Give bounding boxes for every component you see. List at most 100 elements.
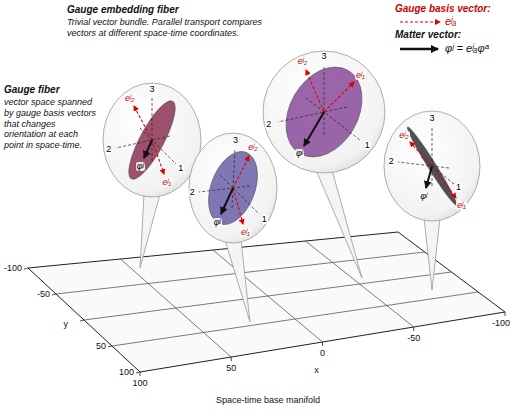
basis-vector xyxy=(152,140,164,174)
basis-label: eʲ₁ xyxy=(240,228,251,237)
tick xyxy=(231,357,232,361)
matter-label: φʲ xyxy=(419,192,428,201)
tick xyxy=(136,372,140,373)
matter-vector xyxy=(304,112,324,146)
basis-label: eʲ₁ xyxy=(355,71,366,80)
matter-vector xyxy=(221,188,233,214)
matter-label: φʲ xyxy=(136,162,145,171)
gauge-fiber: 3 2 1 eʲ₂ eʲ₁ φʲ xyxy=(262,50,386,174)
axis-name: y xyxy=(64,319,69,330)
axis-number: 3 xyxy=(232,136,239,145)
fiber-outline xyxy=(262,50,386,174)
axis-number: 2 xyxy=(189,188,196,197)
axis-number: 1 xyxy=(177,164,184,173)
fiber-axis xyxy=(278,107,347,122)
fiber-balloon xyxy=(189,133,277,243)
gauge-fiber: 3 2 1 eʲ₂ eʲ₁ φʲ xyxy=(188,132,278,244)
axis-number: 2 xyxy=(105,145,112,154)
fiber-axis xyxy=(306,98,360,140)
legend-sample xyxy=(400,21,440,22)
tick-label: 100 xyxy=(119,367,134,378)
basis-vector xyxy=(233,156,249,188)
tick xyxy=(24,268,28,269)
legend-text: Matter vector: xyxy=(395,29,461,41)
tick-label: 50 xyxy=(226,363,236,374)
basis-label: eʲ₂ xyxy=(297,57,309,66)
axis-title: Space-time base manifold xyxy=(216,395,320,406)
basis-label: eʲ₁ xyxy=(162,178,173,187)
axis-name: x xyxy=(314,365,319,376)
basis-vector xyxy=(410,142,432,166)
fiber-axis xyxy=(398,162,449,168)
fiber-outline xyxy=(188,132,278,244)
basis-label: eʲ₂ xyxy=(124,94,136,103)
grid-line xyxy=(306,241,414,327)
fiber-axis xyxy=(232,148,235,208)
tick-label: -100 xyxy=(492,318,510,329)
gauge-fiber: 3 2 1 eʲ₂ eʲ₁ φʲ xyxy=(102,82,202,198)
tick xyxy=(322,342,323,346)
axis-number: 3 xyxy=(148,85,155,94)
section-heading: Gauge embedding fiber xyxy=(67,4,179,16)
tick-label: -100 xyxy=(4,263,22,274)
gauge-fiber: 3 2 1 eʲ₂ eʲ₁ φʲ xyxy=(383,110,481,222)
fiber-axis xyxy=(152,98,153,161)
fiber-axis xyxy=(116,136,170,148)
note-text: Trivial vector bundle. Parallel transpor… xyxy=(67,17,282,39)
fiber-axis xyxy=(432,126,433,186)
axis-number: 2 xyxy=(265,120,272,129)
fiber-axis xyxy=(324,66,325,135)
tick-label: 50 xyxy=(96,341,106,352)
formula-label: φʲ = eʲₐφᵃ xyxy=(445,42,489,55)
fiber-stalk xyxy=(316,170,362,278)
axis-number: 2 xyxy=(388,157,395,166)
basis-label: eʲ₁ xyxy=(456,201,467,210)
tick xyxy=(413,327,414,331)
tick xyxy=(108,346,112,347)
basis-vector xyxy=(324,82,354,112)
note-text: vector space spanned by gauge basis vect… xyxy=(4,97,100,151)
basis-vector xyxy=(134,106,152,140)
symbol-label: eʲₐ xyxy=(445,15,456,28)
fiber-balloon xyxy=(103,83,201,197)
matter-label: φʲ xyxy=(295,149,304,158)
axis-number: 1 xyxy=(261,215,268,224)
fiber-axis xyxy=(140,128,176,164)
tick-label: -50 xyxy=(407,333,420,344)
basis-label: eʲ₂ xyxy=(247,143,259,152)
grid-line xyxy=(112,292,478,346)
tick xyxy=(80,320,84,321)
matter-label: φʲ xyxy=(213,218,222,227)
basis-vector xyxy=(432,166,456,198)
legend-sample xyxy=(400,48,438,51)
axis-number: 3 xyxy=(428,114,435,123)
fiber-axis xyxy=(199,186,250,192)
fiber-stalk xyxy=(140,194,160,268)
fiber-plane xyxy=(199,145,266,231)
fiber-plane xyxy=(271,53,378,170)
tick xyxy=(505,312,506,316)
fiber-plane xyxy=(121,96,184,185)
tick xyxy=(52,294,56,295)
fiber-balloon xyxy=(263,51,385,173)
fiber-stalk xyxy=(424,218,440,290)
tick-label: -50 xyxy=(37,289,50,300)
tick-label: 0 xyxy=(320,348,325,359)
basis-vector xyxy=(233,188,243,224)
section-heading: Gauge fiber xyxy=(4,84,60,96)
matter-vector xyxy=(144,140,152,158)
legend-text: Gauge basis vector: xyxy=(395,3,491,15)
tick xyxy=(140,372,141,376)
basis-vector xyxy=(306,70,324,112)
fiber-axis xyxy=(220,175,259,214)
tick-label: 100 xyxy=(132,378,147,389)
fiber-plane xyxy=(404,125,460,207)
fiber-outline xyxy=(102,82,202,198)
fiber-balloon xyxy=(384,111,480,221)
matter-vector xyxy=(426,166,432,188)
basis-label: eʲ₂ xyxy=(398,131,410,140)
axis-number: 1 xyxy=(455,183,462,192)
axis-number: 1 xyxy=(364,141,371,150)
axis-number: 3 xyxy=(320,52,327,61)
fiber-axis xyxy=(421,157,454,184)
